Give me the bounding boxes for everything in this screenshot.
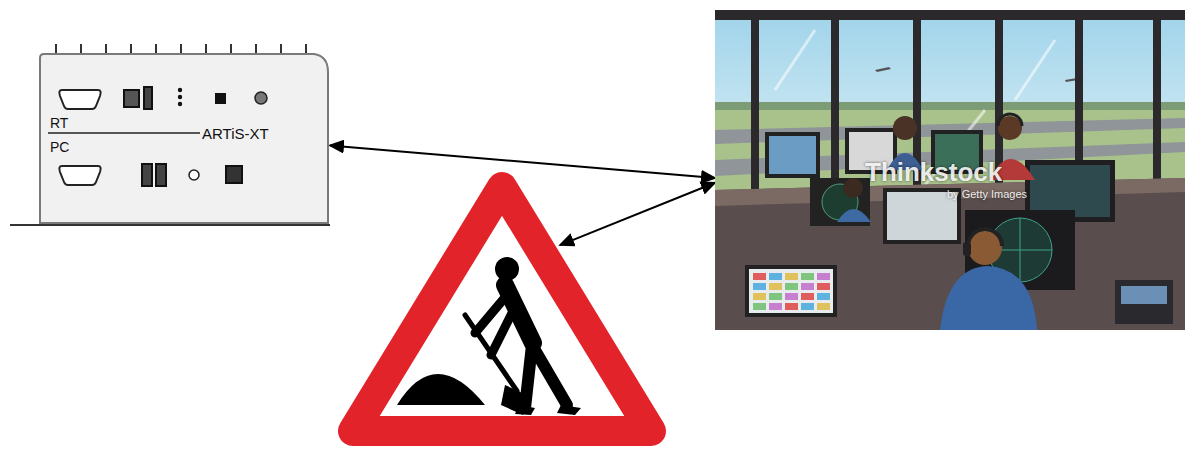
double-arrow [560, 183, 715, 245]
device-pin [205, 44, 207, 53]
road-works-sign [335, 165, 670, 450]
control-tower-box: Thinkstockby Getty Images [715, 10, 1185, 330]
device-pin [305, 44, 307, 53]
port-label: RT [50, 116, 68, 131]
device-pin [230, 44, 232, 53]
device-pin [155, 44, 157, 53]
device-pin [55, 44, 57, 53]
device-pin [180, 44, 182, 53]
device-box: RT ARTiS-XT PC [38, 52, 330, 225]
port-label: PC [50, 140, 69, 155]
device-panel [38, 52, 330, 225]
device-pin [255, 44, 257, 53]
device-name: ARTiS-XT [202, 126, 269, 143]
device-pin [130, 44, 132, 53]
watermark: by Getty Images [947, 188, 1027, 200]
warning-triangle [335, 165, 670, 450]
device-pin [105, 44, 107, 53]
double-arrow [330, 145, 715, 178]
device-pin [280, 44, 282, 53]
device-pin [80, 44, 82, 53]
watermark: Thinkstock [865, 158, 1002, 187]
